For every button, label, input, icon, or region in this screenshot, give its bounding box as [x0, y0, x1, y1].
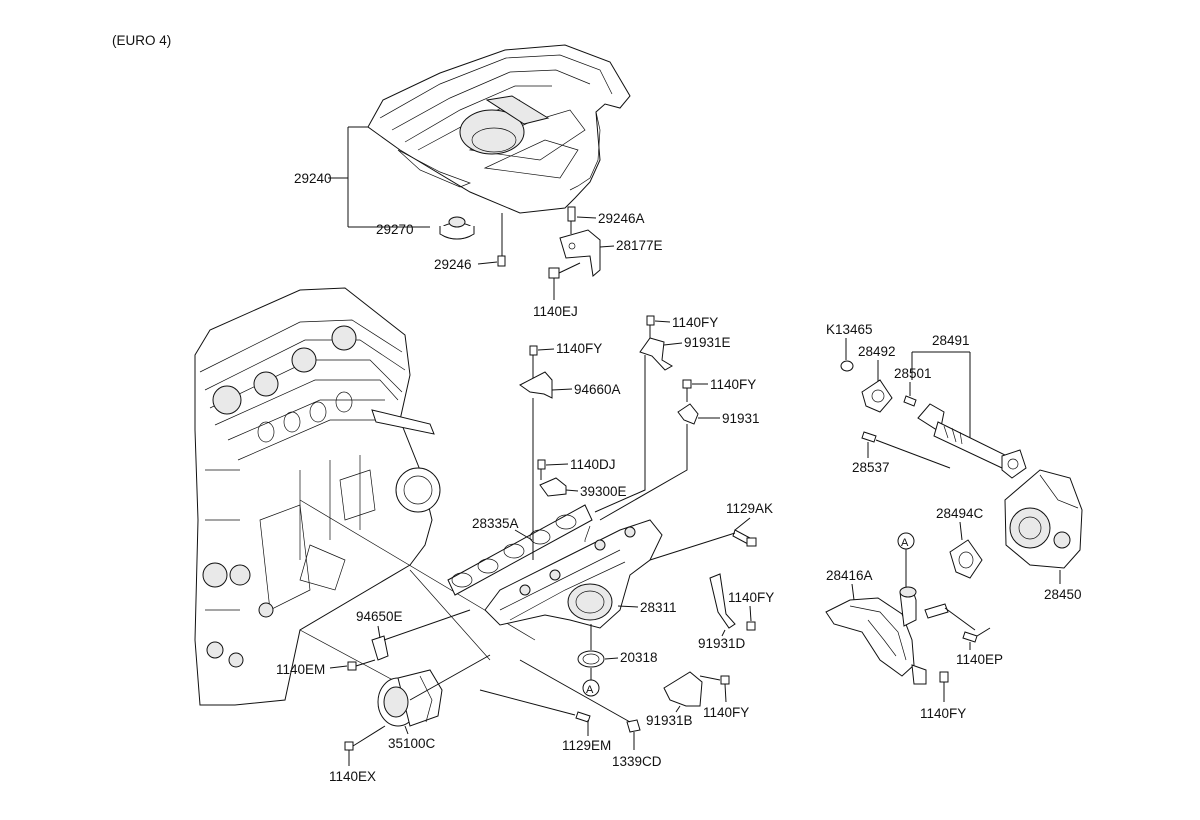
label-94660A: 94660A	[574, 382, 621, 397]
label-1129EM: 1129EM	[562, 738, 611, 753]
label-1140FY-4: 1140FY	[728, 590, 774, 605]
label-1129AK: 1129AK	[726, 501, 773, 516]
bolt-28537	[861, 431, 877, 443]
label-28492: 28492	[858, 344, 896, 359]
label-28335A: 28335A	[472, 516, 519, 531]
bracket-28177E	[559, 229, 601, 277]
label-94650E: 94650E	[356, 609, 403, 624]
gasket-28494C	[949, 539, 983, 579]
label-28537: 28537	[852, 460, 890, 475]
oring-20318	[577, 650, 605, 668]
bracket-91931B	[663, 671, 703, 707]
egr-cooler-28416A	[825, 586, 949, 685]
label-91931B: 91931B	[646, 713, 693, 728]
engine-cover	[367, 44, 631, 214]
egr-valve-28450	[1004, 469, 1083, 569]
grommet-29270	[439, 216, 475, 240]
label-29240: 29240	[294, 171, 332, 186]
label-91931D: 91931D	[698, 636, 746, 651]
label-29246A: 29246A	[598, 211, 645, 226]
bracket-94660A	[519, 371, 553, 399]
label-1140FY-2: 1140FY	[710, 377, 756, 392]
label-39300E: 39300E	[580, 484, 627, 499]
label-91931E: 91931E	[684, 335, 731, 350]
bolt-1140FY-6	[939, 671, 949, 683]
label-29270: 29270	[376, 222, 414, 237]
egr-pipe-28491	[917, 403, 1027, 479]
label-1140FY-1: 1140FY	[556, 341, 602, 356]
label-1140DJ: 1140DJ	[570, 457, 616, 472]
label-1140EM: 1140EM	[276, 662, 325, 677]
label-35100C: 35100C	[388, 736, 436, 751]
label-28450: 28450	[1044, 587, 1082, 602]
label-28491: 28491	[932, 333, 970, 348]
label-1140FY-6: 1140FY	[920, 706, 966, 721]
bolt-1140EJ	[548, 262, 581, 279]
bolt-1140EP	[962, 631, 978, 643]
engine-block	[194, 287, 441, 706]
label-28501: 28501	[894, 366, 932, 381]
ref-a-2-label: A	[901, 537, 909, 549]
bracket-91931E	[639, 337, 673, 371]
label-20318: 20318	[620, 650, 658, 665]
label-K13465: K13465	[826, 322, 873, 337]
ref-a-1-label: A	[586, 684, 594, 696]
label-1140FY-top: 1140FY	[672, 315, 718, 330]
label-28311: 28311	[640, 600, 677, 615]
label-29246: 29246	[434, 257, 472, 272]
nut-1339CD	[626, 719, 641, 733]
label-28494C: 28494C	[936, 506, 984, 521]
gasket-28335A	[447, 504, 593, 596]
variant-label: (EURO 4)	[112, 33, 171, 48]
manifold-28311	[484, 519, 663, 629]
label-1140EP: 1140EP	[956, 652, 1003, 667]
label-1140EX: 1140EX	[329, 769, 376, 784]
label-1140EJ: 1140EJ	[533, 304, 578, 319]
label-91931: 91931	[722, 411, 760, 426]
nut-K13465	[840, 360, 854, 372]
throttle-body-35100C	[377, 669, 443, 727]
gasket-28492	[861, 379, 893, 413]
label-1339CD: 1339CD	[612, 754, 662, 769]
label-28416A: 28416A	[826, 568, 873, 583]
sensor-39300E	[539, 477, 567, 497]
bracket-91931D	[709, 573, 736, 629]
label-28177E: 28177E	[616, 238, 663, 253]
label-1140FY-5: 1140FY	[703, 705, 749, 720]
bolt-28501	[903, 395, 917, 407]
bracket-91931	[677, 403, 699, 425]
